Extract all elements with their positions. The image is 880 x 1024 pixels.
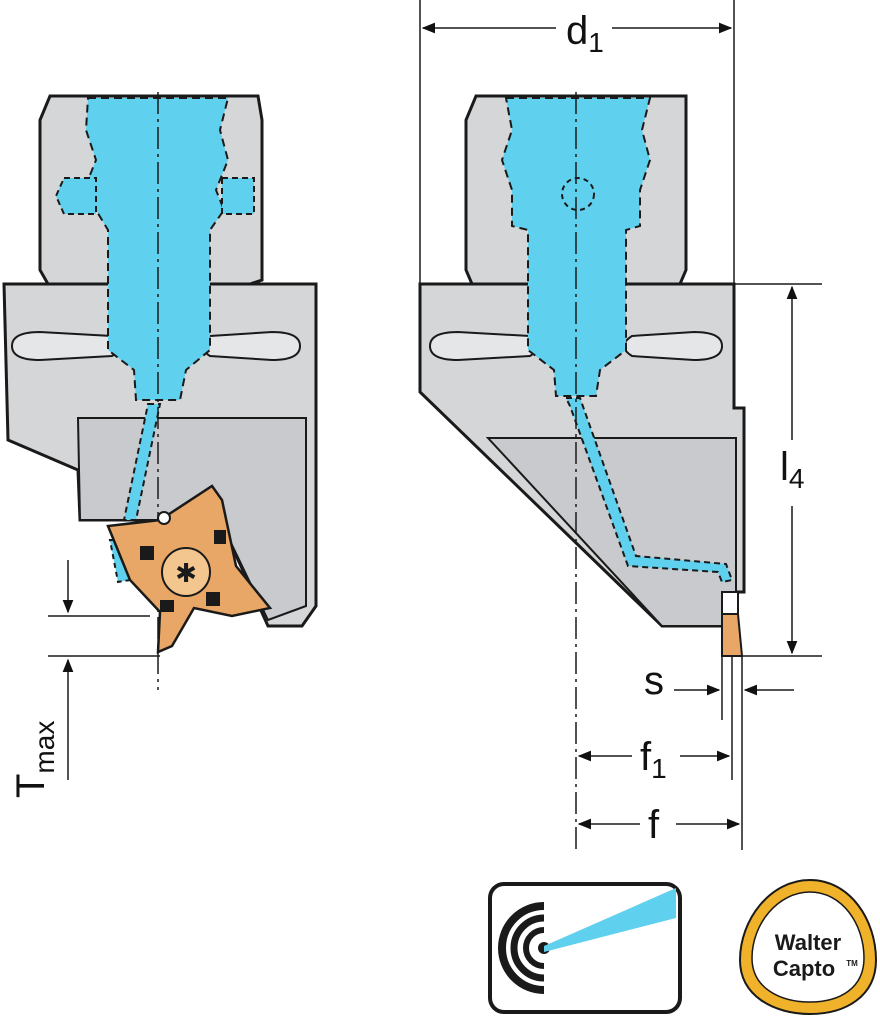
s-label: s [644, 659, 664, 703]
f1-subscript: 1 [651, 753, 667, 784]
logo-trademark: TM [846, 959, 858, 968]
right-screw-recess-a [428, 330, 539, 362]
left-screw-recess-a [10, 330, 121, 362]
right-screw-recess-b [623, 330, 724, 362]
tmax-subscript: max [29, 721, 60, 774]
left-screw-recess-b [201, 330, 302, 362]
l4-label: l [780, 445, 789, 489]
left-view: ✱ Tmax [2, 92, 318, 798]
l4-subscript: 4 [789, 463, 805, 494]
right-view: d1 l4 s f1 [418, 0, 822, 850]
f-dimension: f [577, 803, 741, 847]
svg-text:l4: l4 [780, 445, 804, 494]
tmax-label: T [9, 774, 53, 798]
svg-text:Tmax: Tmax [9, 721, 60, 798]
d1-subscript: 1 [588, 27, 604, 58]
right-insert [721, 591, 744, 657]
logo-line1: Walter [775, 930, 842, 955]
internal-coolant-icon [488, 882, 682, 1014]
d1-label: d [566, 9, 588, 53]
f-label: f [648, 803, 660, 847]
walter-capto-logo: Walter Capto TM [738, 878, 878, 1016]
right-lower-face [485, 437, 737, 627]
svg-text:d1: d1 [566, 9, 604, 58]
s-dimension: s [644, 656, 794, 850]
left-coolant-channels [54, 97, 255, 584]
grooving-insert: ✱ [106, 484, 273, 654]
f1-label: f [640, 735, 652, 779]
logo-line2: Capto [773, 956, 835, 981]
f1-dimension: f1 [577, 656, 733, 784]
l4-dimension: l4 [734, 283, 822, 657]
tmax-dimension: Tmax [9, 560, 160, 798]
d1-dimension: d1 [419, 0, 735, 284]
svg-text:f1: f1 [640, 735, 667, 784]
torx-screw-icon: ✱ [175, 559, 197, 589]
